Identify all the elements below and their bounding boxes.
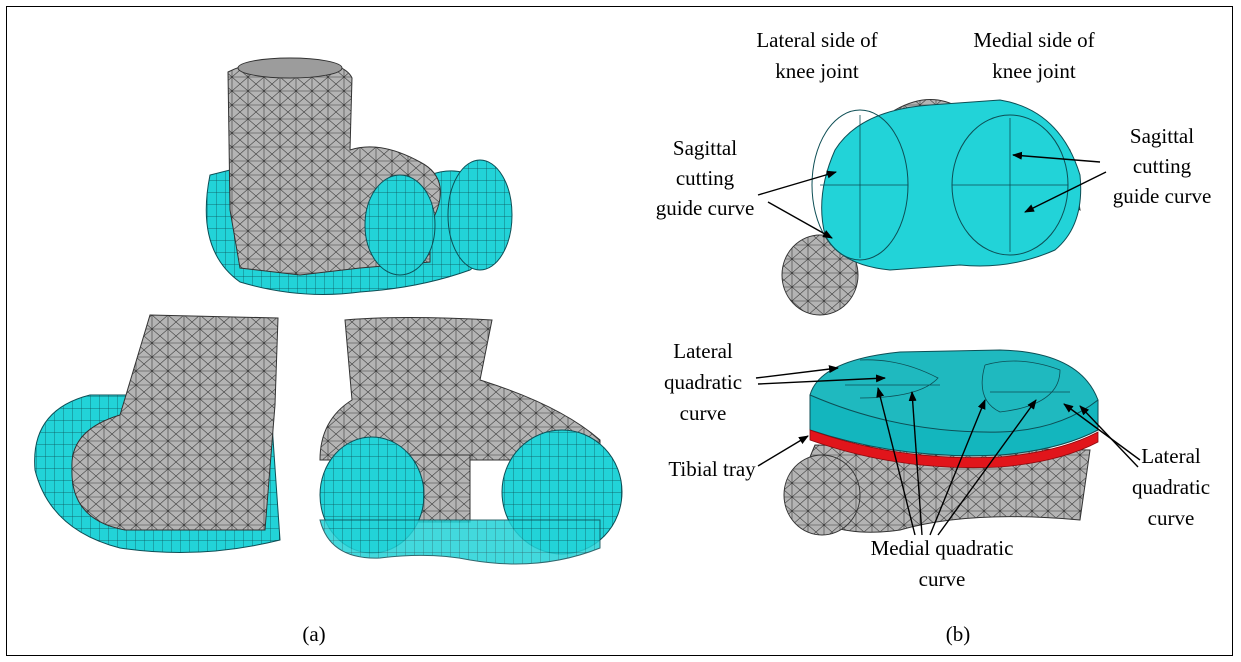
label-lateral-quad-top-line3: curve	[680, 401, 727, 425]
femur-view-side	[35, 315, 280, 553]
femur-top-condyle-front	[365, 175, 435, 275]
tray-fibula	[784, 455, 860, 535]
label-lateral-side-line2: knee joint	[775, 59, 859, 83]
femur-side-mesh	[72, 315, 278, 530]
label-sagittal-left-line3: guide curve	[656, 196, 755, 220]
label-sagittal-right-line1: Sagittal	[1130, 124, 1194, 148]
femur-view-top	[206, 58, 512, 294]
label-tibial-tray: Tibial tray	[668, 457, 756, 481]
caption-a: (a)	[302, 622, 325, 646]
label-lateral-quad-right-line3: curve	[1148, 506, 1195, 530]
label-lateral-quad-top-line1: Lateral	[673, 339, 733, 363]
label-medial-side-line2: knee joint	[992, 59, 1076, 83]
label-lateral-side-line1: Lateral side of	[756, 28, 877, 52]
femur-front-base	[320, 520, 600, 564]
label-sagittal-right-line3: guide curve	[1113, 184, 1212, 208]
label-medial-quad-line2: curve	[919, 567, 966, 591]
label-lateral-quad-right-line2: quadratic	[1132, 475, 1210, 499]
label-sagittal-right-line2: cutting	[1133, 154, 1192, 178]
femur-top-condyle-right	[448, 160, 512, 270]
label-medial-quad-line1: Medial quadratic	[871, 536, 1014, 560]
label-lateral-quad-right-line1: Lateral	[1141, 444, 1201, 468]
label-lateral-quad-top-line2: quadratic	[664, 370, 742, 394]
label-sagittal-left-line1: Sagittal	[673, 136, 737, 160]
femur-view-front	[320, 318, 622, 565]
caption-b: (b)	[946, 622, 971, 646]
label-sagittal-left-line2: cutting	[676, 166, 735, 190]
femur-top-shaft-opening	[238, 58, 342, 78]
label-medial-side-line1: Medial side of	[973, 28, 1094, 52]
